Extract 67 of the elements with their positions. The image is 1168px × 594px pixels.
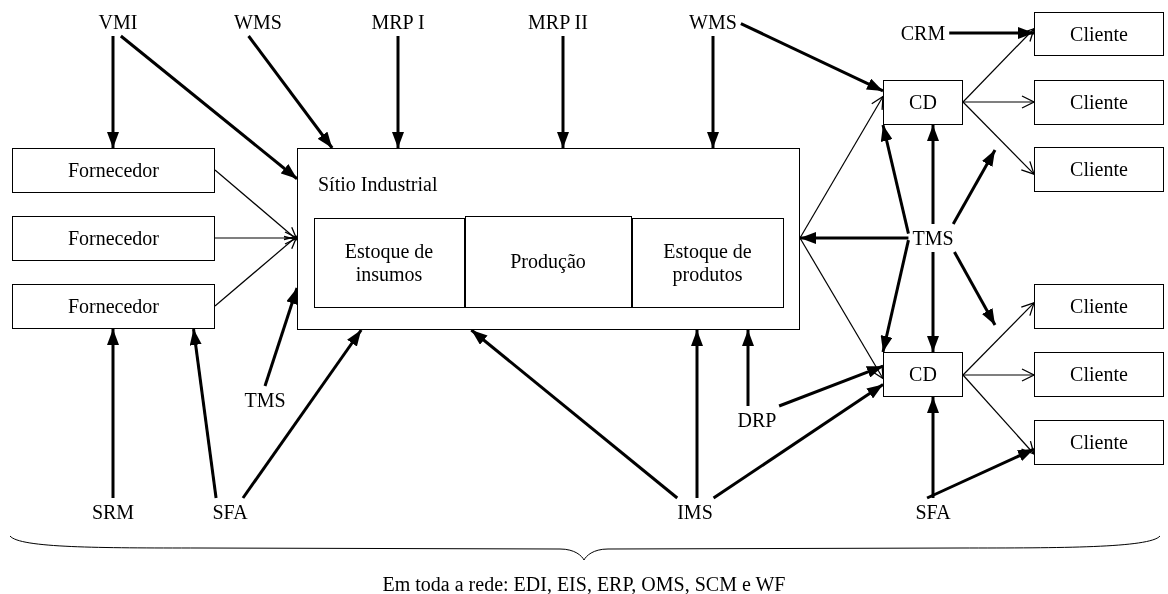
process-box: Cliente bbox=[1034, 420, 1164, 465]
site-box bbox=[297, 148, 800, 330]
arrow bbox=[107, 329, 119, 498]
arrow bbox=[742, 330, 754, 406]
system-label: WMS bbox=[689, 12, 737, 32]
arrow bbox=[241, 329, 363, 499]
process-box: Fornecedor bbox=[12, 148, 215, 193]
arrow bbox=[214, 169, 298, 241]
arrow bbox=[880, 124, 910, 234]
system-label: VMI bbox=[98, 12, 138, 32]
arrow bbox=[953, 251, 997, 326]
arrow bbox=[557, 36, 569, 148]
process-box: Cliente bbox=[1034, 284, 1164, 329]
arrow bbox=[712, 383, 884, 500]
process-box: Cliente bbox=[1034, 80, 1164, 125]
system-label: TMS bbox=[244, 390, 286, 410]
system-label: SFA bbox=[915, 502, 951, 522]
process-box: Cliente bbox=[1034, 147, 1164, 192]
arrow bbox=[707, 36, 719, 148]
arrow bbox=[927, 397, 939, 498]
system-label: IMS bbox=[677, 502, 713, 522]
arrow bbox=[470, 328, 679, 500]
arrow bbox=[962, 95, 1035, 109]
system-label: SRM bbox=[91, 502, 135, 522]
process-box: Produção bbox=[464, 215, 632, 308]
process-box: Cliente bbox=[1034, 352, 1164, 397]
arrow bbox=[926, 447, 1035, 500]
process-box: CD bbox=[883, 352, 963, 397]
system-label: WMS bbox=[234, 12, 282, 32]
arrow bbox=[951, 149, 997, 225]
arrow bbox=[263, 287, 299, 387]
arrow bbox=[691, 330, 703, 498]
system-label: SFA bbox=[212, 502, 248, 522]
arrow bbox=[214, 235, 298, 307]
caption: Em toda a rede: EDI, EIS, ERP, OMS, SCM e WF bbox=[382, 572, 786, 594]
arrow bbox=[247, 35, 334, 149]
process-box: Estoque de produtos bbox=[631, 217, 784, 308]
process-box: Fornecedor bbox=[12, 216, 215, 261]
arrow bbox=[778, 364, 884, 408]
arrow bbox=[962, 302, 1035, 376]
arrow bbox=[927, 252, 939, 352]
arrow bbox=[962, 101, 1035, 175]
system-label: TMS bbox=[912, 228, 954, 248]
system-label: MRP I bbox=[371, 12, 425, 32]
arrow bbox=[962, 368, 1035, 382]
arrow bbox=[799, 95, 884, 239]
arrow bbox=[949, 27, 1034, 39]
process-box: Estoque de insumos bbox=[313, 217, 465, 308]
arrow bbox=[189, 328, 218, 499]
system-label: MRP II bbox=[528, 12, 588, 32]
arrow bbox=[392, 36, 404, 148]
process-box: Cliente bbox=[1034, 12, 1164, 56]
system-label: DRP bbox=[737, 410, 777, 430]
arrow bbox=[880, 239, 910, 353]
arrow bbox=[107, 36, 119, 148]
arrow bbox=[799, 237, 884, 380]
process-box: CD bbox=[883, 80, 963, 125]
system-label: CRM bbox=[900, 23, 946, 43]
arrow bbox=[800, 232, 909, 244]
box-heading: Sítio Industrial bbox=[318, 173, 438, 196]
arrow bbox=[740, 22, 884, 93]
process-box: Fornecedor bbox=[12, 284, 215, 329]
arrow bbox=[214, 231, 298, 245]
arrow bbox=[962, 374, 1035, 455]
arrow bbox=[962, 28, 1035, 103]
arrow bbox=[119, 34, 298, 180]
arrow bbox=[927, 125, 939, 224]
